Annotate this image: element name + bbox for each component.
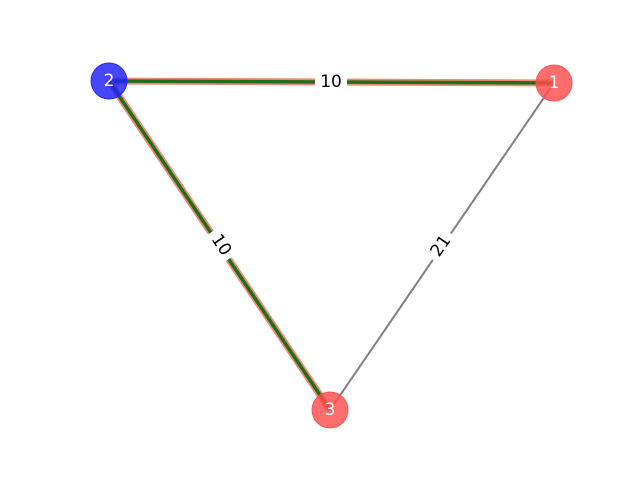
edges-layer — [106, 77, 555, 412]
node-2-label: 2 — [104, 71, 115, 91]
node-3: 3 — [311, 391, 349, 429]
node-3-label: 3 — [325, 400, 336, 420]
edge-weight-2-1: 10 — [320, 72, 342, 92]
node-3-circle — [311, 391, 349, 429]
edge-labels-layer: 10 10 21 — [202, 71, 460, 266]
edge-label-2-1-bg — [315, 71, 347, 93]
node-2: 2 — [90, 62, 128, 100]
edge-label-1-3-bg — [422, 226, 460, 266]
node-1-label: 1 — [549, 73, 560, 93]
edge-label-1-3: 21 — [422, 226, 460, 266]
node-1-circle — [535, 64, 573, 102]
node-2-circle — [90, 62, 128, 100]
nodes-layer: 1 2 3 — [90, 62, 573, 429]
node-1: 1 — [535, 64, 573, 102]
edge-label-2-3-bg — [202, 225, 240, 265]
edge-label-2-1: 10 — [315, 71, 347, 93]
